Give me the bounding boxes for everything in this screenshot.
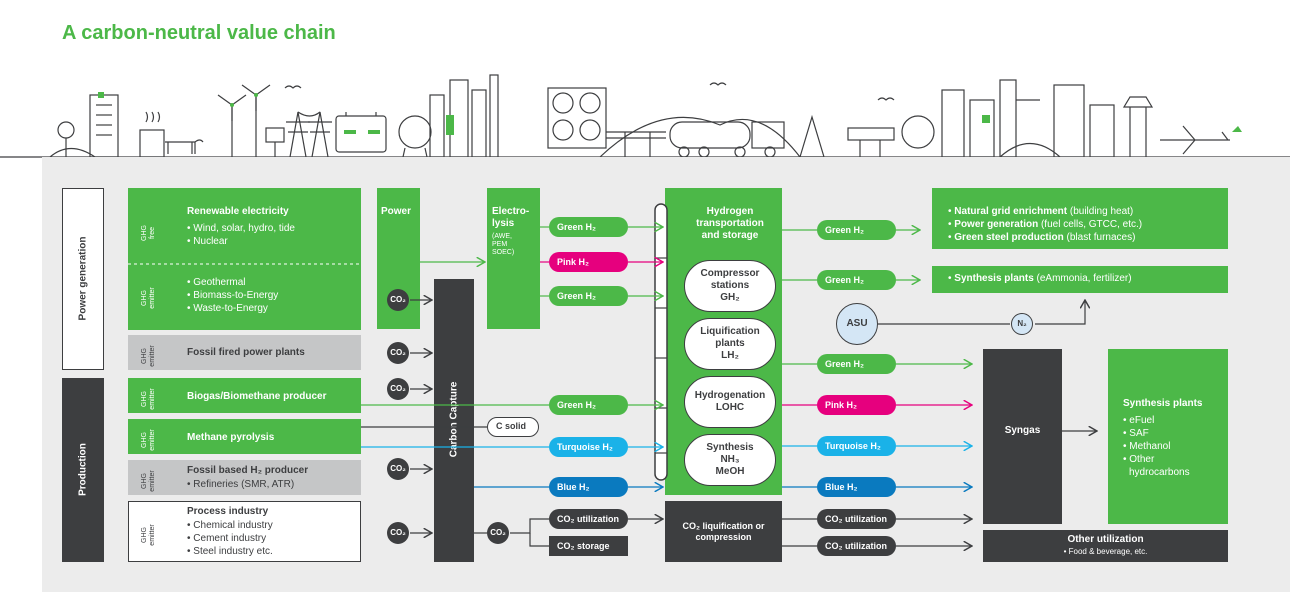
process-item: • Steel industry etc. — [187, 546, 273, 557]
process-box — [128, 501, 361, 562]
grid-enrichment-item: • Green steel production (blast furnaces… — [948, 232, 1136, 243]
green-h2-pill: Green H₂ — [549, 395, 628, 415]
renewable-box — [128, 188, 361, 330]
co2-node: CO₂ — [387, 458, 409, 480]
co2-utilization-pill: CO₂ utilization — [549, 509, 628, 529]
category-power-generation — [62, 188, 104, 370]
synthesis-ammonia-box — [932, 266, 1228, 293]
process-items: • Chemical industry • Cement industry • … — [187, 519, 273, 558]
turquoise-h2-pill: Turquoise H₂ — [817, 436, 896, 456]
synthesis-plants-item: • SAF — [1123, 428, 1149, 439]
biogas-box — [128, 378, 361, 413]
other-utilization-box — [983, 530, 1228, 562]
green-h2-pill: Green H₂ — [817, 354, 896, 374]
carbon-capture-box — [434, 279, 474, 562]
fossil-power-box — [128, 335, 361, 370]
co2-liquification-box — [665, 501, 782, 562]
power-label: Power — [381, 206, 412, 217]
co2-utilization-pill: CO₂ utilization — [817, 536, 896, 556]
green-h2-pill: Green H₂ — [817, 220, 896, 240]
asu-node: ASU — [836, 303, 878, 345]
co2-node: CO₂ — [387, 522, 409, 544]
page-title: A carbon-neutral value chain — [62, 22, 336, 44]
green-h2-pill: Green H₂ — [817, 270, 896, 290]
co2-node: CO₂ — [387, 342, 409, 364]
renewable-title: Renewable electricity — [187, 206, 289, 217]
renewable-item: • Nuclear — [187, 236, 228, 247]
geothermal-item: • Biomass-to-Energy — [187, 290, 279, 301]
co2-node: CO₂ — [387, 289, 409, 311]
grid-enrichment-item: • Natural grid enrichment (building heat… — [948, 206, 1134, 217]
blue-h2-pill: Blue H₂ — [549, 477, 628, 497]
syngas-box — [983, 349, 1062, 524]
co2-node: CO₂ — [387, 378, 409, 400]
fossil-h2-box — [128, 460, 361, 495]
c-solid-pill: C solid — [487, 417, 539, 437]
synthesis-plants-title: Synthesis plants — [1123, 398, 1203, 409]
synthesis-plants-item: • Methanol — [1123, 441, 1171, 452]
fossil-power-label: Fossil fired power plants — [187, 347, 305, 358]
synthesis-plants-item: • eFuel — [1123, 415, 1155, 426]
process-item: • Chemical industry — [187, 520, 273, 531]
process-item: • Cement industry — [187, 533, 267, 544]
grid-enrichment-box — [932, 188, 1228, 249]
syngas-label: Syngas — [1004, 425, 1041, 436]
electrolysis-box — [487, 188, 540, 329]
grid-enrichment-items: • Natural grid enrichment (building heat… — [948, 205, 1142, 244]
methane-box — [128, 419, 361, 454]
other-utilization-sub: • Food & beverage, etc. — [1063, 547, 1148, 556]
pink-h2-pill: Pink H₂ — [817, 395, 896, 415]
pink-h2-pill: Pink H₂ — [549, 252, 628, 272]
co2-node: CO₂ — [487, 522, 509, 544]
synthesis-plants-items: • eFuel • SAF • Methanol • Other hydroca… — [1123, 414, 1190, 479]
other-utilization-title: Other utilization — [1067, 534, 1144, 545]
green-h2-pill: Green H₂ — [549, 286, 628, 306]
synthesis-plants-item: • Other — [1123, 454, 1155, 465]
electrolysis-title: Electro-lysis — [492, 206, 530, 229]
renewable-items: • Wind, solar, hydro, tide • Nuclear — [187, 222, 295, 248]
synthesis-ammonia-label: • Synthesis plants (eAmmonia, fertilizer… — [948, 273, 1132, 284]
biogas-label: Biogas/Biomethane producer — [187, 391, 327, 402]
geothermal-items: • Geothermal • Biomass-to-Energy • Waste… — [187, 276, 278, 315]
category-production — [62, 378, 104, 562]
n2-node: N₂ — [1011, 313, 1033, 335]
green-h2-pill: Green H₂ — [549, 217, 628, 237]
geothermal-item: • Waste-to-Energy — [187, 303, 268, 314]
fossil-h2-item: • Refineries (SMR, ATR) — [187, 479, 295, 490]
turquoise-h2-pill: Turquoise H₂ — [549, 437, 628, 457]
co2-storage-pill: CO₂ storage — [549, 536, 628, 556]
synthesis-plants-box — [1108, 349, 1228, 524]
renewable-item: • Wind, solar, hydro, tide — [187, 223, 295, 234]
geothermal-item: • Geothermal — [187, 277, 246, 288]
hydrogen-pipe — [654, 203, 668, 481]
renewable-divider — [128, 263, 361, 265]
grid-enrichment-item: • Power generation (fuel cells, GTCC, et… — [948, 219, 1143, 230]
methane-label: Methane pyrolysis — [187, 432, 275, 443]
fossil-h2-title: Fossil based H₂ producer — [187, 465, 309, 476]
co2-utilization-pill: CO₂ utilization — [817, 509, 896, 529]
process-title: Process industry — [187, 506, 269, 517]
blue-h2-pill: Blue H₂ — [817, 477, 896, 497]
synthesis-plants-item: hydrocarbons — [1129, 467, 1190, 478]
